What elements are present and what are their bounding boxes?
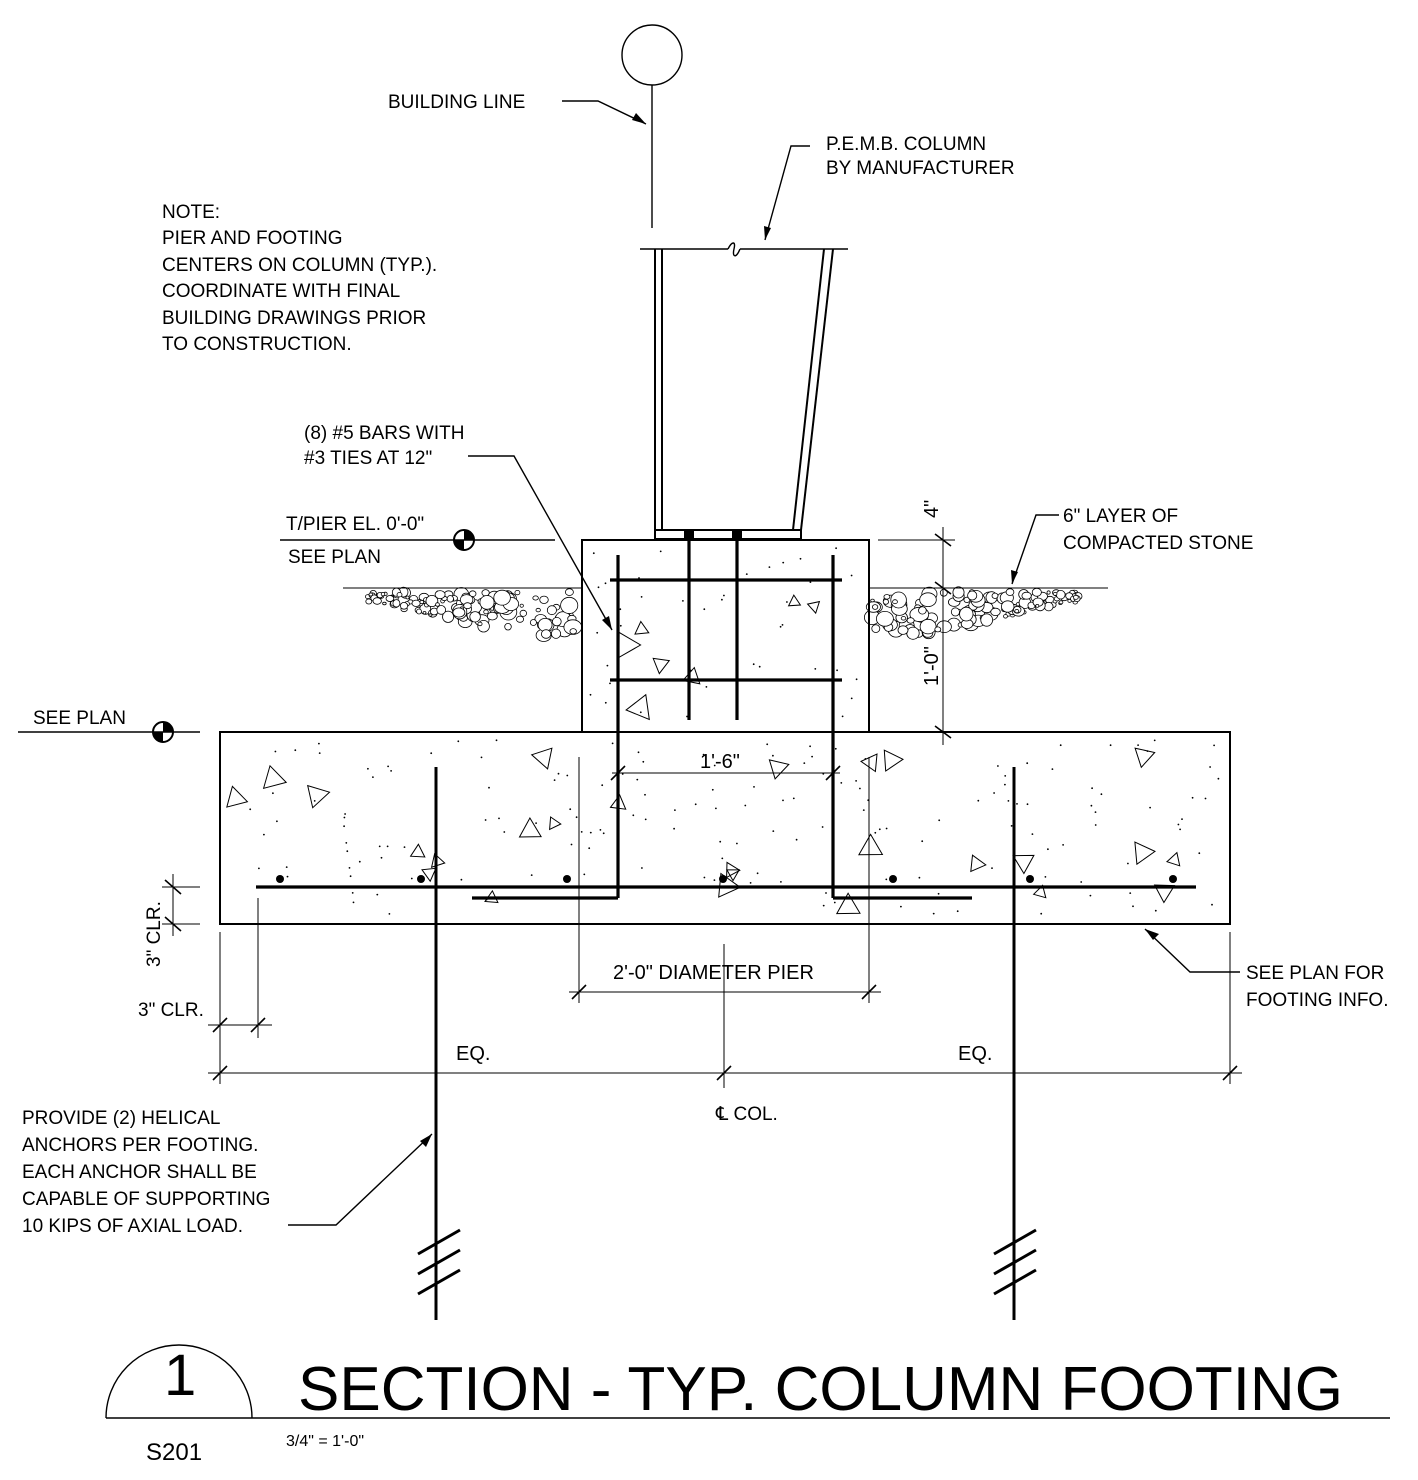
helical-line-1: ANCHORS PER FOOTING.: [22, 1135, 258, 1156]
helical-anchor-right: [993, 767, 1037, 1320]
helical-callout: PROVIDE (2) HELICAL ANCHORS PER FOOTING.…: [22, 1108, 433, 1237]
detail-scale: 3/4" = 1'-0": [286, 1433, 364, 1450]
concrete-footing: [219, 731, 1231, 925]
dim-overall: EQ. EQ.: [208, 932, 1242, 1084]
note-line-4: BUILDING DRAWINGS PRIOR: [162, 308, 426, 329]
bars-callout: (8) #5 BARS WITH #3 TIES AT 12": [304, 423, 613, 631]
dim-bottom-clear: 3" CLR.: [144, 874, 200, 967]
dim-stone-and-pier: 4" 1'-0": [878, 500, 955, 745]
note-line-5: TO CONSTRUCTION.: [162, 334, 352, 355]
footing-elevation-marker: SEE PLAN: [18, 708, 200, 743]
centerline-label: ℄ COL.: [715, 1104, 778, 1125]
pemb-label-1: P.E.M.B. COLUMN: [826, 134, 986, 155]
stone-layer-right: [863, 586, 1083, 640]
footing-info-label-1: SEE PLAN FOR: [1246, 963, 1384, 984]
dim-eq-left: EQ.: [456, 1043, 490, 1065]
helical-line-3: CAPABLE OF SUPPORTING: [22, 1189, 270, 1210]
dim-bar-spacing: 1'-6": [610, 751, 841, 781]
tpier-elevation-marker: T/PIER EL. 0'-0" SEE PLAN: [280, 514, 555, 568]
footing-rebar: [256, 875, 1196, 889]
dim-pier-height: 1'-0": [921, 646, 943, 686]
helical-anchor-left: [417, 767, 461, 1320]
footing-see-plan: SEE PLAN: [33, 708, 126, 729]
helical-line-2: EACH ANCHOR SHALL BE: [22, 1162, 257, 1183]
tpier-see-plan: SEE PLAN: [288, 547, 381, 568]
dim-eq-right: EQ.: [958, 1043, 992, 1065]
sheet-number: S201: [146, 1439, 202, 1466]
dim-side-clear-label: 3" CLR.: [138, 1000, 204, 1021]
detail-title: SECTION - TYP. COLUMN FOOTING: [298, 1355, 1343, 1424]
dim-stone-thickness: 4": [921, 500, 943, 518]
note-block: NOTE: PIER AND FOOTING CENTERS ON COLUMN…: [162, 202, 437, 355]
note-line-2: CENTERS ON COLUMN (TYP.).: [162, 255, 437, 276]
note-line-3: COORDINATE WITH FINAL: [162, 281, 400, 302]
bars-label-2: #3 TIES AT 12": [304, 448, 432, 469]
building-line: BUILDING LINE: [388, 24, 683, 228]
stone-label-2: COMPACTED STONE: [1063, 533, 1253, 554]
detail-bubble: [105, 1344, 253, 1419]
bars-label-1: (8) #5 BARS WITH: [304, 423, 464, 444]
dim-bottom-clear-label: 3" CLR.: [144, 901, 165, 967]
helical-line-4: 10 KIPS OF AXIAL LOAD.: [22, 1216, 243, 1237]
note-line-0: NOTE:: [162, 202, 220, 223]
dim-pier-diameter-label: 2'-0" DIAMETER PIER: [613, 962, 814, 984]
centerline: ℄ COL.: [715, 944, 778, 1125]
detail-number: 1: [164, 1343, 196, 1408]
dim-bar-spacing-label: 1'-6": [700, 751, 740, 773]
pemb-column: P.E.M.B. COLUMN BY MANUFACTURER: [640, 134, 1015, 540]
dim-pier-diameter: 2'-0" DIAMETER PIER: [569, 757, 881, 1003]
stone-layer-left: [364, 586, 583, 642]
pemb-label-2: BY MANUFACTURER: [826, 158, 1015, 179]
note-line-1: PIER AND FOOTING: [162, 228, 343, 249]
pier-rebar: [472, 540, 972, 900]
grid-bubble: [621, 24, 683, 86]
tpier-label: T/PIER EL. 0'-0": [286, 514, 424, 535]
footing-info-label-2: FOOTING INFO.: [1246, 990, 1389, 1011]
footing-info-callout: SEE PLAN FOR FOOTING INFO.: [1144, 928, 1389, 1011]
building-line-label: BUILDING LINE: [388, 92, 525, 113]
stone-callout: 6" LAYER OF COMPACTED STONE: [1011, 506, 1253, 585]
title-block: 1 S201 SECTION - TYP. COLUMN FOOTING 3/4…: [105, 1343, 1390, 1466]
stone-label-1: 6" LAYER OF: [1063, 506, 1178, 527]
helical-line-0: PROVIDE (2) HELICAL: [22, 1108, 221, 1129]
dim-side-clear: 3" CLR.: [138, 898, 272, 1038]
